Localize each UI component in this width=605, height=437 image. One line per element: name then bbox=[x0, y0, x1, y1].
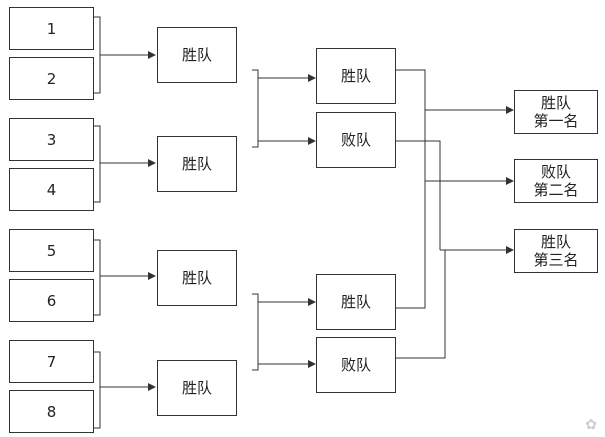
winner-label: 胜队 bbox=[181, 269, 212, 287]
round1-winner-box-1: 胜队 bbox=[157, 27, 237, 83]
team-label: 4 bbox=[46, 180, 57, 199]
loser-label: 败队 bbox=[340, 131, 371, 149]
round2-top-winner-box: 胜队 bbox=[316, 48, 396, 104]
team-label: 6 bbox=[46, 291, 57, 310]
team-box-6: 6 bbox=[9, 279, 94, 322]
result-third-place-box: 胜队 第三名 bbox=[514, 229, 598, 273]
result-place-label: 第一名 bbox=[533, 112, 579, 130]
winner-label: 胜队 bbox=[181, 379, 212, 397]
bracket-brace-r1-bottom bbox=[252, 293, 259, 371]
team-label: 8 bbox=[46, 402, 57, 421]
round2-top-loser-box: 败队 bbox=[316, 112, 396, 168]
winner-label: 胜队 bbox=[181, 46, 212, 64]
team-label: 5 bbox=[46, 241, 57, 260]
round1-winner-box-3: 胜队 bbox=[157, 250, 237, 306]
bracket-brace-r1-top bbox=[252, 69, 259, 148]
result-team-label: 胜队 bbox=[540, 94, 571, 112]
team-label: 2 bbox=[46, 69, 57, 88]
round2-bottom-loser-box: 败队 bbox=[316, 337, 396, 393]
team-box-7: 7 bbox=[9, 340, 94, 383]
team-box-8: 8 bbox=[9, 390, 94, 433]
team-label: 1 bbox=[46, 19, 57, 38]
result-team-label: 胜队 bbox=[540, 233, 571, 251]
team-box-3: 3 bbox=[9, 118, 94, 161]
team-box-1: 1 bbox=[9, 7, 94, 50]
round2-bottom-winner-box: 胜队 bbox=[316, 274, 396, 330]
connector-loser-top bbox=[396, 140, 441, 250]
result-place-label: 第二名 bbox=[533, 181, 579, 199]
round1-winner-box-2: 胜队 bbox=[157, 136, 237, 192]
connector-winner-top bbox=[396, 69, 426, 309]
bracket-brace-7-8 bbox=[94, 351, 101, 429]
round1-winner-box-4: 胜队 bbox=[157, 360, 237, 416]
winner-label: 胜队 bbox=[340, 67, 371, 85]
wechat-icon: ✿ bbox=[585, 417, 597, 433]
team-label: 3 bbox=[46, 130, 57, 149]
result-second-place-box: 败队 第二名 bbox=[514, 159, 598, 203]
result-place-label: 第三名 bbox=[533, 251, 579, 269]
watermark: ✿ bbox=[585, 417, 597, 433]
winner-label: 胜队 bbox=[340, 293, 371, 311]
loser-label: 败队 bbox=[340, 356, 371, 374]
bracket-brace-1-2 bbox=[94, 16, 101, 94]
result-first-place-box: 胜队 第一名 bbox=[514, 90, 598, 134]
team-box-2: 2 bbox=[9, 57, 94, 100]
team-label: 7 bbox=[46, 352, 57, 371]
team-box-5: 5 bbox=[9, 229, 94, 272]
connector-loser-bottom bbox=[396, 250, 446, 359]
bracket-brace-3-4 bbox=[94, 125, 101, 203]
team-box-4: 4 bbox=[9, 168, 94, 211]
winner-label: 胜队 bbox=[181, 155, 212, 173]
bracket-brace-5-6 bbox=[94, 239, 101, 316]
result-team-label: 败队 bbox=[540, 163, 571, 181]
